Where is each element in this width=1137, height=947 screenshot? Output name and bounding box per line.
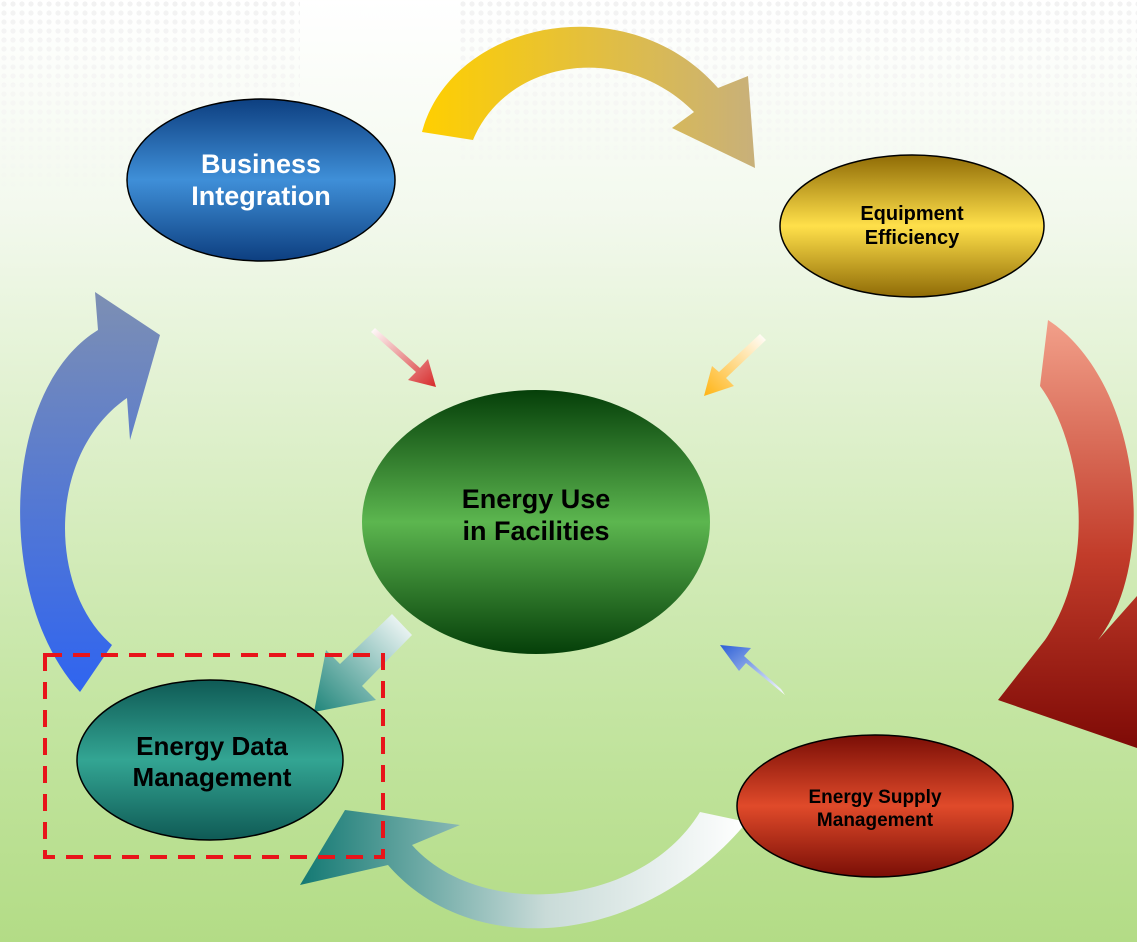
- cycle-arrow-right: [998, 320, 1137, 748]
- highlight-dashed-box: [43, 653, 385, 859]
- cycle-arrow-bottom: [300, 810, 747, 929]
- node-equipment-efficiency: [779, 154, 1045, 298]
- arrow-supply-to-center: [720, 645, 785, 695]
- arrow-business-to-center: [371, 328, 436, 387]
- arrow-equipment-to-center: [704, 334, 766, 396]
- arrow-center-to-data: [314, 614, 412, 712]
- node-energy-use-center: [362, 390, 710, 654]
- dotted-background-texture: [0, 0, 1137, 190]
- cycle-arrow-left: [20, 292, 160, 692]
- node-energy-data-management: [76, 679, 344, 841]
- cycle-arrow-top: [422, 26, 755, 169]
- node-energy-supply-management: [736, 734, 1014, 878]
- node-business-integration: [126, 98, 396, 262]
